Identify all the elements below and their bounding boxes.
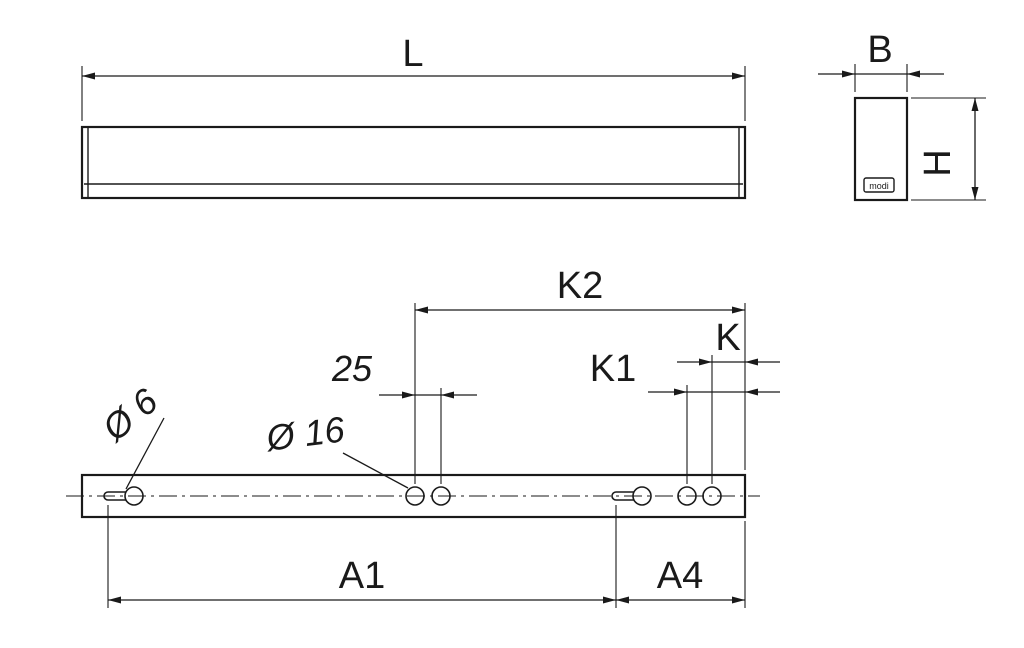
dimension-K: K [677,317,780,484]
dimension-B: B [818,29,944,92]
plan-view [66,473,760,519]
leader-slot-diameter: Ø 6 [94,379,166,490]
label-hole-diameter: Ø 16 [263,408,347,458]
leader-hole-diameter: Ø 16 [263,408,409,489]
profile-body-outline [80,125,747,200]
label-L: L [402,33,423,75]
label-H: H [917,149,959,176]
end-view: modi [853,96,909,202]
dimension-K2: K2 [414,265,746,484]
label-slot-diameter: Ø 6 [94,379,166,449]
side-view [80,125,747,200]
label-A1: A1 [339,555,385,597]
dimension-K1: K1 [590,348,780,484]
dimension-A1: A1 [107,505,617,608]
label-A4: A4 [657,555,703,597]
endcap-logo-box [863,177,895,193]
label-B: B [867,29,892,71]
label-K1: K1 [590,348,636,390]
leader-line [125,417,165,490]
endcap-logo-text: modi [869,181,889,191]
dimension-L: L [81,33,746,121]
label-K: K [715,317,740,359]
dimension-25: 25 [331,348,477,484]
label-25: 25 [331,348,373,389]
dimension-A4: A4 [616,521,746,608]
label-K2: K2 [557,265,603,307]
dimension-H: H [911,97,986,201]
leader-line [342,452,409,489]
end-view-outline [853,96,909,202]
